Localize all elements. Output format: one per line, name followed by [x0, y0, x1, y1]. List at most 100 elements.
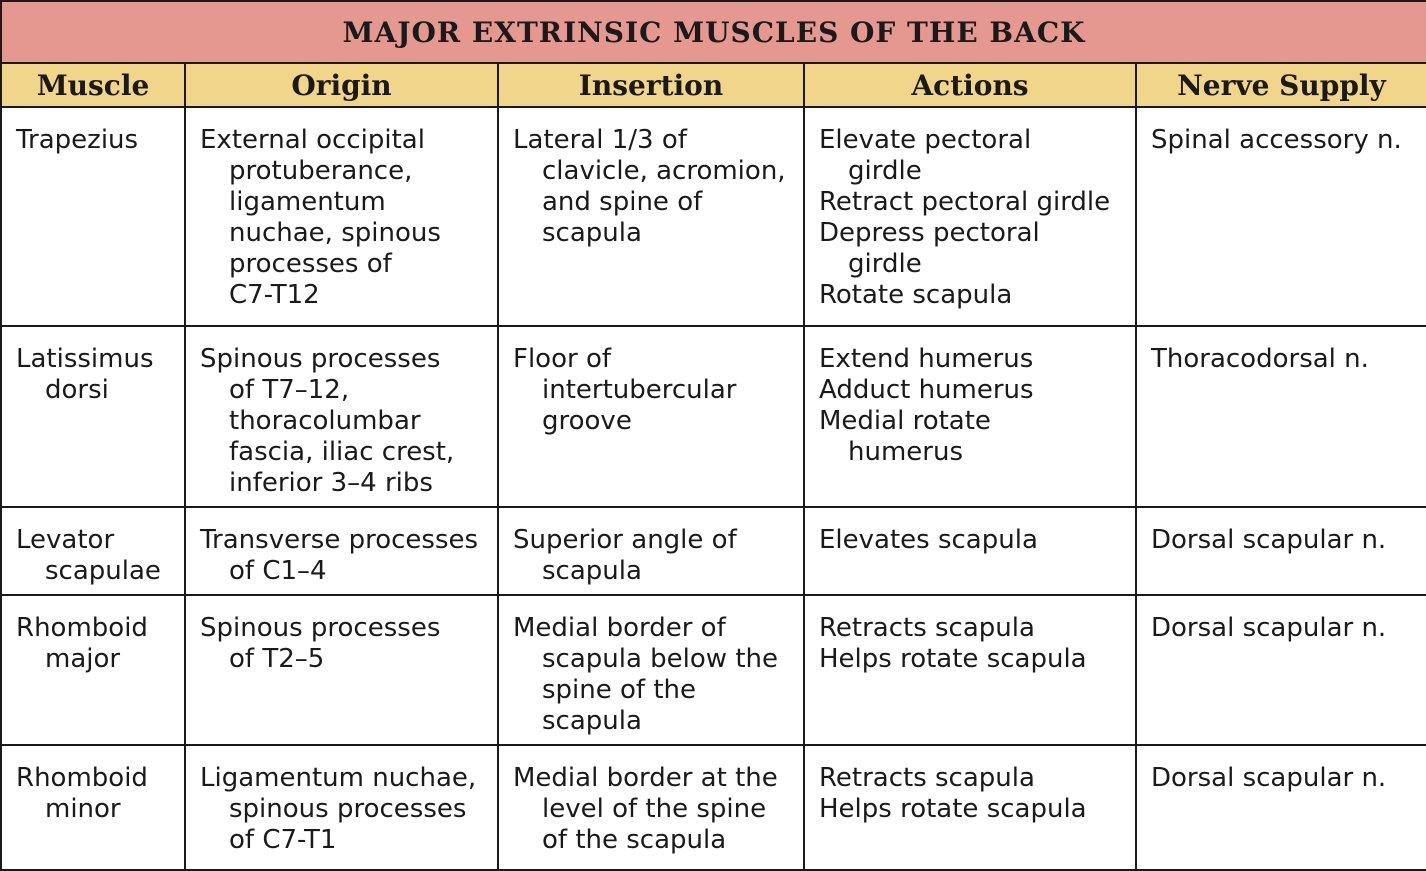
cell-nerve-supply: Spinal accessory n. [1135, 106, 1426, 327]
cell-line: intertubercular [542, 375, 737, 405]
column-header-insertion: Insertion [497, 62, 805, 108]
cell-origin: Ligamentum nuchae, spinous processes of … [184, 744, 499, 871]
cell-line: level of the spine [542, 794, 767, 824]
cell-line: Dorsal scapular n. [1151, 763, 1387, 793]
cell-line: Helps rotate scapula [819, 644, 1087, 674]
cell-line: Rhomboid [16, 613, 148, 643]
cell-line: girdle [848, 249, 922, 279]
cell-line: Thoracodorsal n. [1151, 344, 1369, 374]
cell-line: of C7-T1 [229, 825, 337, 855]
cell-line: C7-T12 [229, 280, 320, 310]
cell-line: spine of the [542, 675, 697, 705]
column-header-muscle: Muscle [0, 62, 186, 108]
table-row: Latissimus dorsi Spinous processes of T7… [0, 325, 1426, 508]
cell-origin: External occipital protuberance, ligamen… [184, 106, 499, 327]
cell-line: girdle [848, 156, 922, 186]
cell-line: inferior 3–4 ribs [229, 468, 433, 498]
cell-nerve-supply: Dorsal scapular n. [1135, 506, 1426, 596]
cell-line: External occipital [200, 125, 425, 155]
cell-line: minor [45, 794, 121, 824]
cell-actions: Elevates scapula [803, 506, 1137, 596]
table-title-row: MAJOR EXTRINSIC MUSCLES OF THE BACK [0, 0, 1426, 64]
cell-line: Retracts scapula [819, 763, 1035, 793]
cell-line: Lateral 1/3 of [513, 125, 687, 155]
cell-line: of C1–4 [229, 556, 327, 586]
cell-line: Dorsal scapular n. [1151, 613, 1387, 643]
cell-line: nuchae, spinous [229, 218, 441, 248]
cell-line: of T2–5 [229, 644, 325, 674]
cell-line: Transverse processes [200, 525, 479, 555]
cell-line: clavicle, acromion, [542, 156, 786, 186]
cell-line: Depress pectoral [819, 218, 1040, 248]
cell-line: fascia, iliac crest, [229, 437, 455, 467]
cell-line: groove [542, 406, 632, 436]
cell-nerve-supply: Thoracodorsal n. [1135, 325, 1426, 508]
cell-line: Trapezius [16, 125, 139, 155]
cell-line: Latissimus [16, 344, 154, 374]
cell-line: Rhomboid [16, 763, 148, 793]
cell-line: of T7–12, [229, 375, 350, 405]
cell-line: spinous processes [229, 794, 467, 824]
cell-line: thoracolumbar [229, 406, 421, 436]
table-row: Rhomboid major Spinous processes of T2–5… [0, 594, 1426, 746]
table-row: Levator scapulae Transverse processes of… [0, 506, 1426, 596]
cell-line: Medial rotate [819, 406, 991, 436]
cell-line: processes of [229, 249, 392, 279]
cell-line: Medial border of [513, 613, 726, 643]
cell-actions: Extend humerus Adduct humerus Medial rot… [803, 325, 1137, 508]
table-title: MAJOR EXTRINSIC MUSCLES OF THE BACK [0, 0, 1426, 64]
cell-line: Elevates scapula [819, 525, 1038, 555]
cell-line: scapula [542, 556, 642, 586]
column-header-origin: Origin [184, 62, 499, 108]
cell-line: Floor of [513, 344, 612, 374]
cell-muscle: Latissimus dorsi [0, 325, 186, 508]
cell-line: of the scapula [542, 825, 727, 855]
cell-insertion: Medial border at the level of the spine … [497, 744, 805, 871]
cell-line: ligamentum [229, 187, 386, 217]
cell-actions: Retracts scapula Helps rotate scapula [803, 744, 1137, 871]
cell-line: scapula [542, 706, 642, 736]
cell-line: Levator [16, 525, 115, 555]
cell-origin: Transverse processes of C1–4 [184, 506, 499, 596]
cell-muscle: Levator scapulae [0, 506, 186, 596]
cell-line: Spinous processes [200, 344, 441, 374]
cell-line: protuberance, [229, 156, 413, 186]
cell-insertion: Lateral 1/3 of clavicle, acromion, and s… [497, 106, 805, 327]
cell-line: Spinous processes [200, 613, 441, 643]
cell-nerve-supply: Dorsal scapular n. [1135, 594, 1426, 746]
cell-line: Retract pectoral girdle [819, 187, 1111, 217]
column-header-row: Muscle Origin Insertion Actions Nerve Su… [0, 62, 1426, 108]
column-header-actions: Actions [803, 62, 1137, 108]
cell-insertion: Floor of intertubercular groove [497, 325, 805, 508]
cell-muscle: Rhomboid minor [0, 744, 186, 871]
cell-muscle: Trapezius [0, 106, 186, 327]
cell-origin: Spinous processes of T7–12, thoracolumba… [184, 325, 499, 508]
cell-line: dorsi [45, 375, 109, 405]
cell-line: major [45, 644, 121, 674]
cell-origin: Spinous processes of T2–5 [184, 594, 499, 746]
cell-line: scapula below the [542, 644, 779, 674]
cell-line: Ligamentum nuchae, [200, 763, 477, 793]
cell-muscle: Rhomboid major [0, 594, 186, 746]
cell-line: humerus [848, 437, 963, 467]
table-row: Trapezius External occipital protuberanc… [0, 106, 1426, 327]
cell-line: Adduct humerus [819, 375, 1034, 405]
cell-insertion: Superior angle of scapula [497, 506, 805, 596]
cell-line: Retracts scapula [819, 613, 1035, 643]
cell-line: scapulae [45, 556, 161, 586]
cell-line: scapula [542, 218, 642, 248]
cell-line: Dorsal scapular n. [1151, 525, 1387, 555]
column-header-nerve-supply: Nerve Supply [1135, 62, 1426, 108]
cell-line: Spinal accessory n. [1151, 125, 1402, 155]
cell-actions: Retracts scapula Helps rotate scapula [803, 594, 1137, 746]
cell-line: Helps rotate scapula [819, 794, 1087, 824]
cell-line: Medial border at the [513, 763, 778, 793]
table-row: Rhomboid minor Ligamentum nuchae, spinou… [0, 744, 1426, 871]
cell-insertion: Medial border of scapula below the spine… [497, 594, 805, 746]
cell-nerve-supply: Dorsal scapular n. [1135, 744, 1426, 871]
cell-line: Elevate pectoral [819, 125, 1032, 155]
cell-actions: Elevate pectoral girdle Retract pectoral… [803, 106, 1137, 327]
cell-line: Extend humerus [819, 344, 1034, 374]
